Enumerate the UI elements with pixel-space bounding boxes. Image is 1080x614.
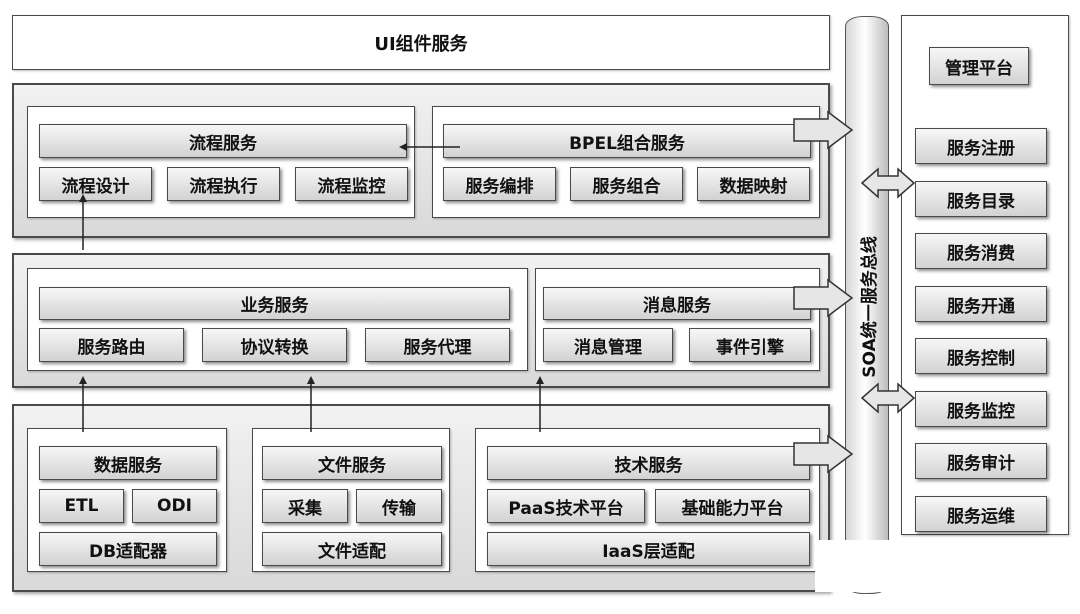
etl-label: ETL — [64, 496, 99, 516]
bus-mgmt-arrow-upper — [860, 167, 916, 199]
event-engine: 事件引擎 — [689, 328, 811, 362]
mgmt-item-operations-label: 服务运维 — [947, 506, 1015, 527]
service-orchestration-label: 服务编排 — [465, 176, 534, 197]
message-management: 消息管理 — [543, 328, 673, 362]
ui-component-layer-label: UI组件服务 — [374, 33, 468, 55]
service-proxy: 服务代理 — [365, 328, 510, 362]
process-design-label: 流程设计 — [61, 176, 130, 197]
data-mapping: 数据映射 — [697, 167, 810, 201]
mgmt-item-provision: 服务开通 — [915, 286, 1047, 322]
odi-label: ODI — [157, 496, 192, 516]
mgmt-item-audit-label: 服务审计 — [947, 453, 1015, 474]
basic-capability-platform-label: 基础能力平台 — [681, 498, 784, 519]
message-service-title-text: 消息服务 — [643, 296, 711, 316]
mgmt-item-control-label: 服务控制 — [947, 348, 1015, 369]
process-monitoring: 流程监控 — [295, 167, 408, 201]
protocol-conversion: 协议转换 — [202, 328, 347, 362]
business-service-title: 业务服务 — [39, 287, 510, 320]
process-monitoring-label: 流程监控 — [317, 176, 386, 197]
management-title-text: 管理平台 — [945, 58, 1013, 79]
event-engine-label: 事件引擎 — [716, 337, 784, 358]
etl: ETL — [39, 489, 124, 523]
bpel-service-title-text: BPEL组合服务 — [569, 133, 685, 154]
mgmt-item-operations: 服务运维 — [915, 496, 1047, 532]
mgmt-item-provision-label: 服务开通 — [947, 296, 1015, 317]
process-execution: 流程执行 — [167, 167, 280, 201]
paas-platform: PaaS技术平台 — [487, 489, 645, 523]
odi: ODI — [132, 489, 217, 523]
process-design: 流程设计 — [39, 167, 152, 201]
management-platform-title: 管理平台 — [929, 47, 1029, 85]
message-management-label: 消息管理 — [574, 337, 642, 358]
protocol-conversion-label: 协议转换 — [240, 337, 309, 358]
file-adapter: 文件适配 — [262, 532, 442, 566]
paas-platform-label: PaaS技术平台 — [508, 498, 624, 519]
bus-mgmt-arrow-lower — [860, 382, 916, 414]
bpel-to-bus-arrow — [793, 110, 854, 150]
basic-capability-platform: 基础能力平台 — [655, 489, 810, 523]
ui-component-layer: UI组件服务 — [12, 15, 830, 70]
data-mapping-label: 数据映射 — [719, 176, 788, 197]
db-adapter: DB适配器 — [39, 532, 217, 566]
mgmt-item-catalog: 服务目录 — [915, 181, 1047, 217]
mgmt-item-consume-label: 服务消费 — [947, 243, 1015, 264]
file-collection: 采集 — [262, 489, 348, 523]
mgmt-item-monitor-label: 服务监控 — [947, 401, 1015, 422]
file-service-title: 文件服务 — [262, 446, 442, 480]
service-routing: 服务路由 — [39, 328, 184, 362]
process-service-title: 流程服务 — [39, 124, 407, 158]
mgmt-item-monitor: 服务监控 — [915, 391, 1047, 427]
file-transfer-label: 传输 — [382, 498, 416, 519]
mgmt-item-register: 服务注册 — [915, 128, 1047, 164]
mgmt-item-audit: 服务审计 — [915, 443, 1047, 479]
mgmt-item-control: 服务控制 — [915, 338, 1047, 374]
message-service-title: 消息服务 — [543, 287, 811, 320]
business-service-title-text: 业务服务 — [240, 296, 309, 316]
process-execution-label: 流程执行 — [189, 176, 258, 197]
message-to-bus-arrow — [793, 278, 854, 318]
service-routing-label: 服务路由 — [77, 337, 146, 358]
tech-service-title: 技术服务 — [487, 446, 810, 480]
white-mask — [815, 540, 1043, 592]
tech-service-title-text: 技术服务 — [614, 455, 683, 476]
data-service-title-text: 数据服务 — [94, 455, 162, 476]
process-service-title-text: 流程服务 — [189, 133, 257, 154]
file-service-title-text: 文件服务 — [318, 455, 386, 476]
mgmt-item-catalog-label: 服务目录 — [947, 191, 1015, 212]
service-orchestration: 服务编排 — [443, 167, 556, 201]
file-transfer: 传输 — [356, 489, 442, 523]
iaas-adapter: IaaS层适配 — [487, 532, 810, 566]
bpel-service-title: BPEL组合服务 — [443, 124, 811, 158]
iaas-adapter-label: IaaS层适配 — [602, 541, 695, 562]
mgmt-item-consume: 服务消费 — [915, 233, 1047, 269]
soa-bus — [845, 16, 889, 594]
file-collection-label: 采集 — [288, 498, 322, 519]
service-proxy-label: 服务代理 — [403, 337, 472, 358]
db-adapter-label: DB适配器 — [88, 541, 168, 562]
service-composition: 服务组合 — [570, 167, 683, 201]
mgmt-item-register-label: 服务注册 — [947, 138, 1015, 159]
file-adapter-label: 文件适配 — [318, 541, 386, 562]
tech-to-bus-arrow — [793, 434, 854, 474]
data-service-title: 数据服务 — [39, 446, 217, 480]
service-composition-label: 服务组合 — [592, 176, 661, 197]
